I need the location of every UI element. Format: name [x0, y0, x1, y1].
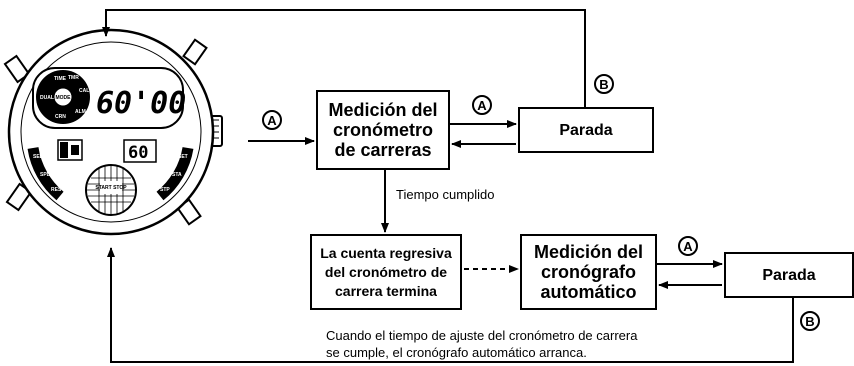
- mode-time: TIME: [54, 76, 67, 82]
- loop-bottom-b: [107, 247, 794, 363]
- button-b-marker-top: B: [594, 74, 614, 94]
- center-button-label: START STOP: [95, 185, 127, 191]
- watch-main-digits: 60'00: [96, 86, 186, 121]
- mode-dual: DUAL: [40, 95, 54, 101]
- connectors: [102, 9, 794, 363]
- watch-lug-top-right: [182, 38, 208, 66]
- watch-right-arc: [156, 146, 194, 201]
- watch-sub-lcd: [123, 139, 157, 163]
- right-arc-set: SET: [178, 154, 188, 160]
- mode-tmr: TMR: [68, 75, 79, 81]
- watch-left-arc: [27, 146, 64, 201]
- mode-crn: CRN: [55, 114, 66, 120]
- mode-cal: CAL: [79, 88, 89, 94]
- left-arc-sel: SEL: [33, 154, 43, 160]
- loop-top-b: [102, 9, 586, 107]
- box-stop-top: Parada: [518, 107, 654, 153]
- box-countdown-end: La cuenta regresiva del cronómetro de ca…: [310, 234, 462, 310]
- box-stop-bottom: Parada: [724, 252, 854, 298]
- right-arc-sta: STA: [172, 172, 182, 178]
- right-arc-stp: STP: [160, 187, 170, 193]
- label-note: Cuando el tiempo de ajuste del cronómetr…: [326, 328, 638, 360]
- button-b-marker-bottom: B: [800, 311, 820, 331]
- watch-sub-digits: 60: [128, 143, 148, 163]
- button-a-marker-race: A: [472, 95, 492, 115]
- watch-illustration: MODE TIME TMR CAL ALM DUAL CRN 60'00 60 …: [3, 28, 223, 236]
- button-a-marker-watch: A: [262, 110, 282, 130]
- left-arc-res: RES: [51, 187, 62, 193]
- box-race-timer: Medición del cronómetro de carreras: [316, 90, 450, 170]
- box-auto-chrono: Medición del cronógrafo automático: [520, 234, 657, 310]
- mode-alm: ALM: [75, 109, 86, 115]
- mode-label: MODE: [56, 95, 72, 101]
- left-arc-spl: SPL: [40, 172, 50, 178]
- label-time-up: Tiempo cumplido: [396, 187, 495, 202]
- button-a-marker-auto: A: [678, 236, 698, 256]
